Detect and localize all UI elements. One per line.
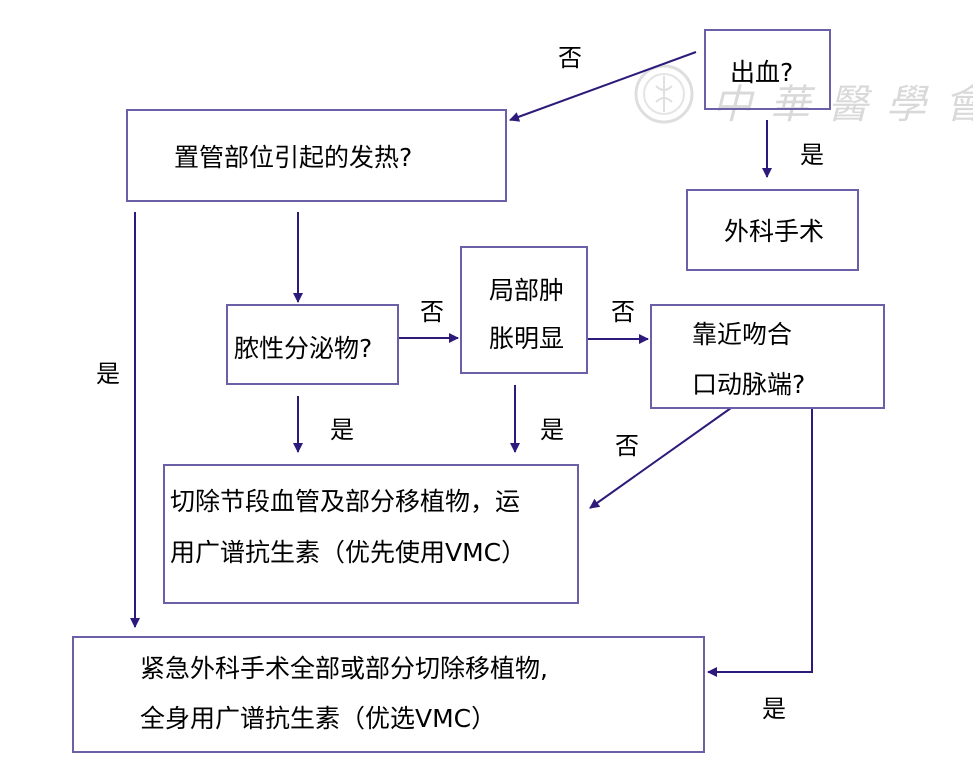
edge-label-swelling-yes: 是: [540, 416, 564, 444]
node-swelling-text-2: 胀明显: [489, 324, 565, 353]
node-bleeding-text: 出血?: [730, 58, 794, 87]
edge-label-anastomosis-yes: 是: [762, 695, 786, 723]
node-emergency-text-1: 紧急外科手术全部或部分切除移植物,: [140, 654, 548, 683]
node-surgery-text: 外科手术: [724, 217, 825, 246]
node-surgery: 外科手术: [686, 189, 859, 271]
edge-label-bleeding-no: 否: [558, 44, 582, 72]
edge-label-purulent-no: 否: [420, 298, 444, 326]
node-anastomosis-text-2: 口动脉端?: [692, 370, 806, 399]
edge-label-bleeding-yes: 是: [800, 141, 824, 169]
node-excise-segment: 切除节段血管及部分移植物，运 用广谱抗生素（优先使用VMC）: [163, 464, 579, 604]
edge-label-purulent-yes: 是: [330, 416, 354, 444]
node-swelling: 局部肿 胀明显: [460, 246, 588, 374]
watermark-seal-logo: [634, 64, 694, 124]
node-catheter-fever: 置管部位引起的发热?: [126, 109, 507, 202]
node-purulent-text: 脓性分泌物?: [234, 334, 373, 363]
edge-bleeding-no: [509, 51, 697, 122]
edge-anastomosis-no: [589, 407, 732, 509]
edge-label-anastomosis-no: 否: [615, 432, 639, 460]
node-purulent: 脓性分泌物?: [226, 304, 399, 385]
edge-label-catheter-yes: 是: [96, 360, 120, 388]
node-excise-segment-text-2: 用广谱抗生素（优先使用VMC）: [170, 538, 527, 567]
node-catheter-fever-text: 置管部位引起的发热?: [174, 143, 413, 172]
edge-anastomosis-yes: [707, 408, 813, 677]
node-anastomosis: 靠近吻合 口动脉端?: [650, 304, 885, 409]
node-excise-segment-text-1: 切除节段血管及部分移植物，运: [170, 487, 521, 516]
node-anastomosis-text-1: 靠近吻合: [692, 320, 793, 349]
edge-label-swelling-no: 否: [611, 298, 635, 326]
watermark-text: 中華醫學會: [712, 82, 973, 128]
node-bleeding: 出血?: [704, 29, 831, 110]
node-emergency: 紧急外科手术全部或部分切除移植物, 全身用广谱抗生素（优选VMC）: [72, 636, 705, 753]
node-swelling-text-1: 局部肿: [489, 276, 565, 305]
node-emergency-text-2: 全身用广谱抗生素（优选VMC）: [140, 704, 497, 733]
